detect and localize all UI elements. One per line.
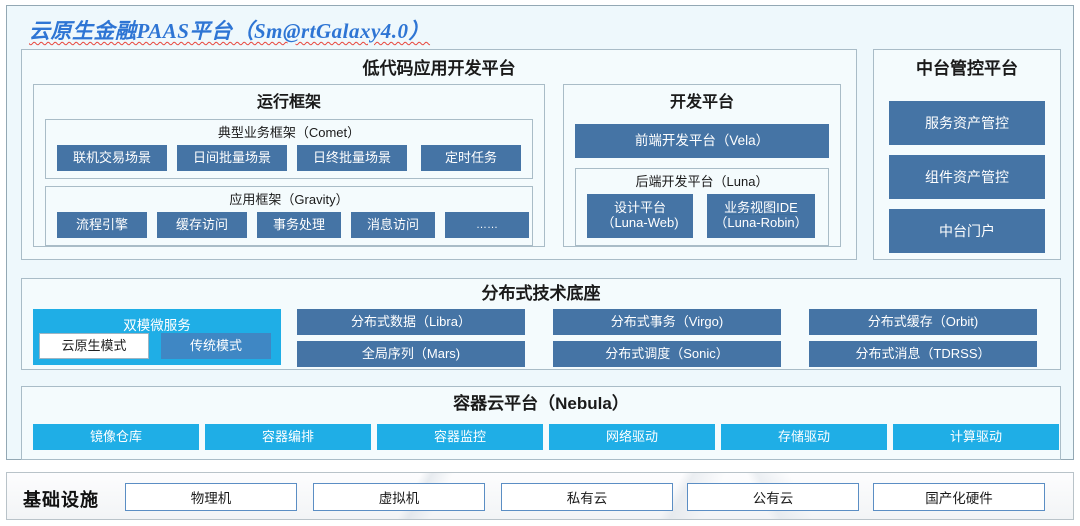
- low-code-platform-title: 低代码应用开发平台: [362, 59, 516, 78]
- luna-robin-line2: （Luna-Robin）: [714, 215, 808, 230]
- luna-web-line1: 设计平台: [613, 200, 666, 216]
- mid-platform-item-component-asset[interactable]: 组件资产管控: [889, 155, 1045, 199]
- infrastructure-bar: 基础设施 物理机 虚拟机 私有云 公有云 国产化硬件: [6, 472, 1074, 520]
- gravity-item-cache-access[interactable]: 缓存访问: [157, 212, 247, 238]
- comet-framework-title: 典型业务框架（Comet）: [217, 125, 361, 140]
- container-item-orchestration[interactable]: 容器编排: [205, 424, 371, 450]
- base-item-distributed-data-libra[interactable]: 分布式数据（Libra）: [297, 309, 525, 335]
- backend-dev-platform-title: 后端开发平台（Luna）: [635, 174, 769, 189]
- base-item-global-sequence-mars[interactable]: 全局序列（Mars): [297, 341, 525, 367]
- comet-item-scheduled-task[interactable]: 定时任务: [421, 145, 521, 171]
- gravity-item-transaction[interactable]: 事务处理: [257, 212, 341, 238]
- gravity-item-more[interactable]: ……: [445, 212, 529, 238]
- comet-item-eod-batch[interactable]: 日终批量场景: [297, 145, 407, 171]
- page-title: 云原生金融PAAS平台（Sm@rtGalaxy4.0）: [29, 19, 431, 43]
- container-item-monitoring[interactable]: 容器监控: [377, 424, 543, 450]
- distributed-base-title: 分布式技术底座: [481, 284, 601, 303]
- infrastructure-item-physical-machine[interactable]: 物理机: [125, 483, 297, 511]
- infrastructure-item-domestic-hardware[interactable]: 国产化硬件: [873, 483, 1045, 511]
- infrastructure-label: 基础设施: [23, 490, 99, 510]
- mid-platform-title: 中台管控平台: [916, 59, 1018, 78]
- dual-mode-microservice-title: 双模微服务: [123, 318, 191, 333]
- gravity-item-message-access[interactable]: 消息访问: [351, 212, 435, 238]
- gravity-item-process-engine[interactable]: 流程引擎: [57, 212, 147, 238]
- base-item-distributed-cache-orbit[interactable]: 分布式缓存（Orbit): [809, 309, 1037, 335]
- luna-web-line2: （Luna-Web): [601, 215, 679, 230]
- main-platform-panel: 云原生金融PAAS平台（Sm@rtGalaxy4.0） 低代码应用开发平台 运行…: [6, 5, 1074, 460]
- base-item-distributed-transaction-virgo[interactable]: 分布式事务（Virgo): [553, 309, 781, 335]
- luna-web-design-platform[interactable]: 设计平台 （Luna-Web): [587, 194, 693, 238]
- runtime-framework-title: 运行框架: [256, 94, 321, 111]
- container-item-image-registry[interactable]: 镜像仓库: [33, 424, 199, 450]
- infrastructure-item-virtual-machine[interactable]: 虚拟机: [313, 483, 485, 511]
- container-cloud-title: 容器云平台（Nebula）: [453, 394, 629, 413]
- container-item-network-driver[interactable]: 网络驱动: [549, 424, 715, 450]
- luna-robin-business-view-ide[interactable]: 业务视图IDE （Luna-Robin）: [707, 194, 815, 238]
- infrastructure-item-public-cloud[interactable]: 公有云: [687, 483, 859, 511]
- container-item-storage-driver[interactable]: 存储驱动: [721, 424, 887, 450]
- comet-item-intraday-batch[interactable]: 日间批量场景: [177, 145, 287, 171]
- gravity-framework-title: 应用框架（Gravity）: [229, 192, 349, 207]
- container-item-compute-driver[interactable]: 计算驱动: [893, 424, 1059, 450]
- dual-mode-item-traditional[interactable]: 传统模式: [161, 333, 271, 359]
- mid-platform-item-portal[interactable]: 中台门户: [889, 209, 1045, 253]
- dev-platform-title: 开发平台: [669, 94, 734, 111]
- dual-mode-item-cloud-native[interactable]: 云原生模式: [39, 333, 149, 359]
- base-item-distributed-message-tdrss[interactable]: 分布式消息（TDRSS）: [809, 341, 1037, 367]
- base-item-distributed-schedule-sonic[interactable]: 分布式调度（Sonic）: [553, 341, 781, 367]
- luna-robin-line1: 业务视图IDE: [724, 200, 798, 216]
- frontend-dev-platform-vela[interactable]: 前端开发平台（Vela）: [575, 124, 829, 158]
- infrastructure-item-private-cloud[interactable]: 私有云: [501, 483, 673, 511]
- comet-item-online-trade[interactable]: 联机交易场景: [57, 145, 167, 171]
- mid-platform-item-service-asset[interactable]: 服务资产管控: [889, 101, 1045, 145]
